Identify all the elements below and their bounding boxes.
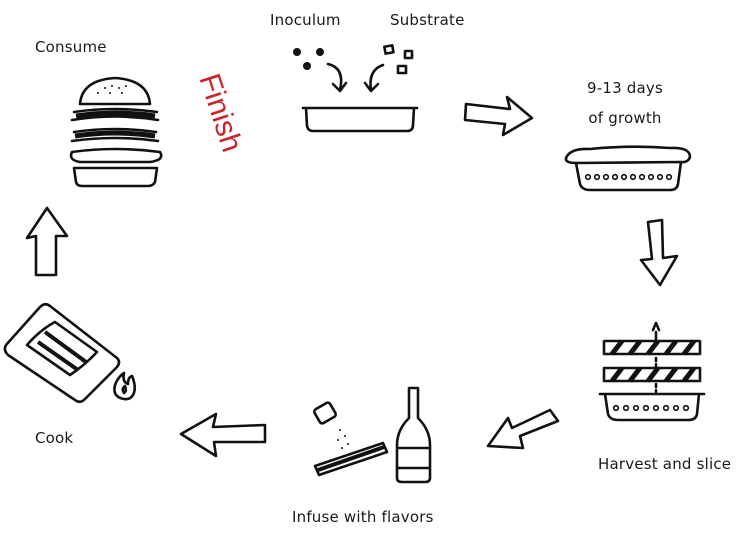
cook-label: Cook [35,429,74,447]
flame-icon [113,371,137,401]
infuse-label: Infuse with flavors [292,508,434,526]
arrow-icon [463,95,534,137]
salt-shaker-icon [313,401,349,449]
bacon-strip-icon [313,441,389,477]
substrate-label: Substrate [390,11,465,29]
harvest-label: Harvest and slice [598,455,732,473]
growth-label-line1: 9-13 days [586,79,664,97]
arrow-icon [25,206,69,277]
harvest-slices-icon [598,321,706,422]
growth-label: 9-13 days of growth [575,73,675,133]
arrow-icon [486,408,560,450]
inoculum-label: Inoculum [270,11,341,29]
arrow-icon [639,218,679,287]
bottle-icon [395,386,432,484]
arrow-icon [179,412,267,458]
substrate-cubes-icon [363,44,414,93]
tray-icon [301,106,419,133]
consume-label: Consume [35,38,107,56]
growth-pan-icon [564,145,692,192]
inoculum-dots-icon [293,48,348,93]
cooking-pan-icon [3,302,121,404]
burger-icon [69,76,163,188]
growth-label-line2: of growth [588,109,662,127]
